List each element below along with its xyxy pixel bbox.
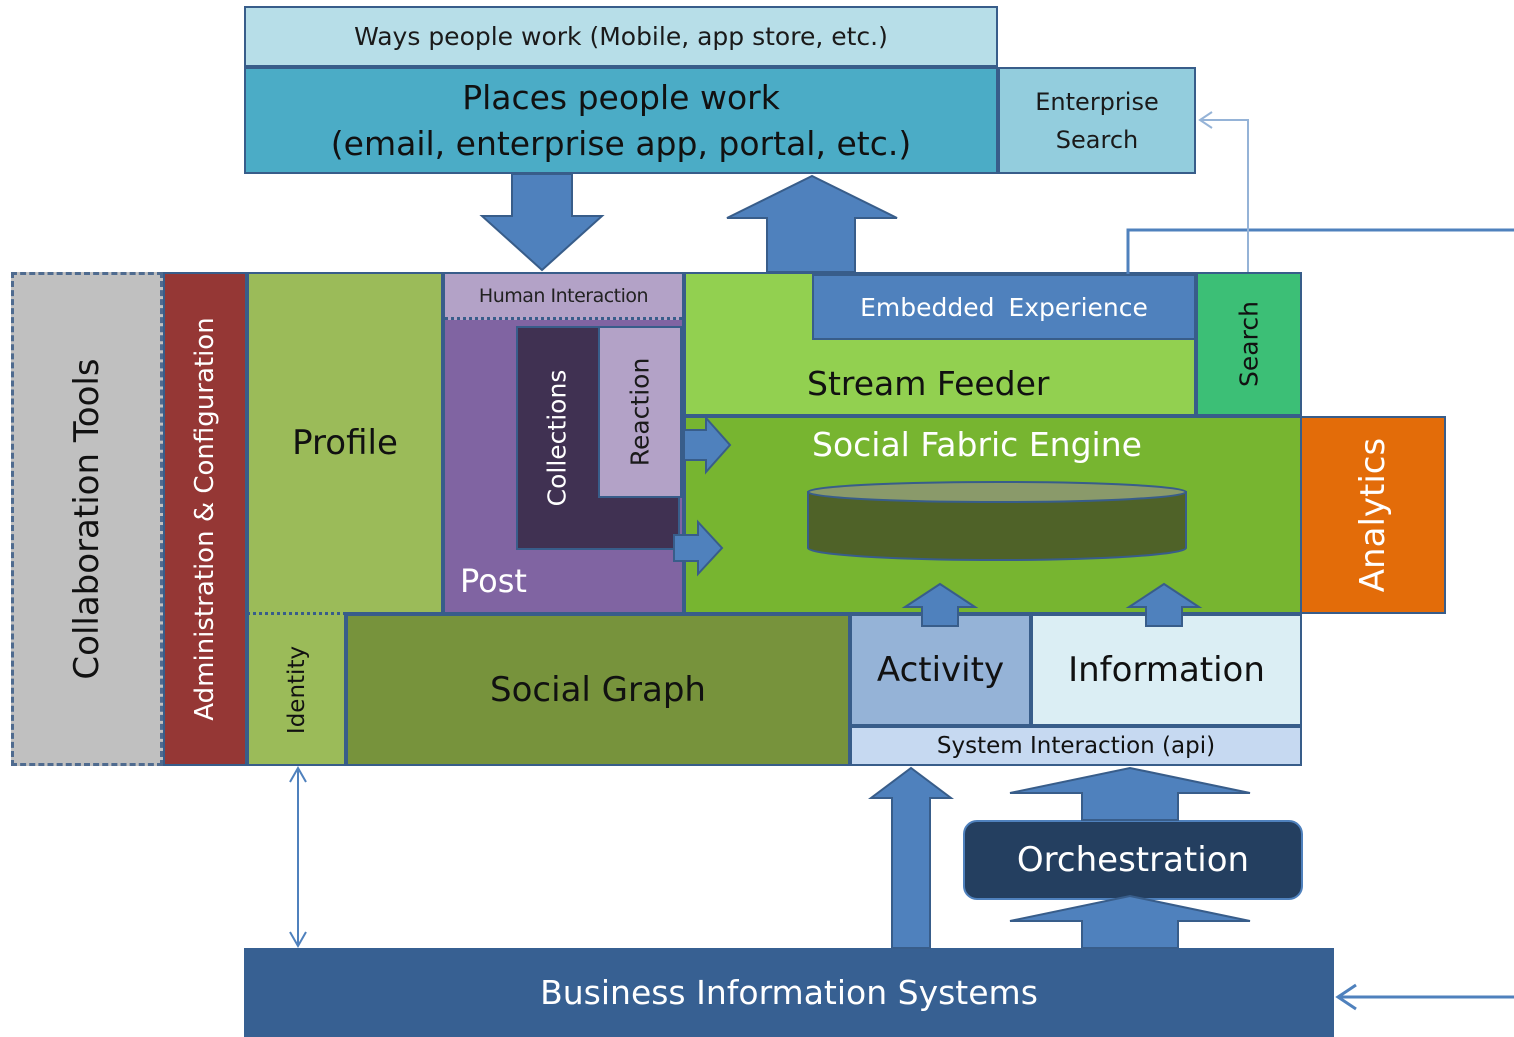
profile-label: Profile <box>292 423 398 463</box>
search-link-line <box>1198 111 1249 272</box>
profile-box: Profile <box>247 272 443 614</box>
stream-feeder-label: Stream Feeder <box>807 364 1050 403</box>
information-label: Information <box>1068 650 1265 690</box>
information-box: Information <box>1031 614 1302 726</box>
ways-people-work-box: Ways people work (Mobile, app store, etc… <box>244 6 998 67</box>
identity-box: Identity <box>247 612 346 766</box>
business-information-systems-label: Business Information Systems <box>540 973 1038 1012</box>
right-arrow-icon <box>683 415 732 475</box>
orchestration-label: Orchestration <box>1016 840 1250 880</box>
down-arrow-icon <box>479 173 605 272</box>
analytics-box: Analytics <box>1300 416 1446 614</box>
up-arrow-icon <box>1009 894 1251 949</box>
ways-people-work-label: Ways people work (Mobile, app store, etc… <box>354 22 888 51</box>
places-people-work-subtitle: (email, enterprise app, portal, etc.) <box>330 123 912 163</box>
up-arrow-icon <box>901 582 979 627</box>
places-people-work-box: Places people work (email, enterprise ap… <box>244 67 998 174</box>
embedded-outbound-line <box>1126 228 1514 274</box>
social-graph-label: Social Graph <box>490 670 706 710</box>
activity-label: Activity <box>876 650 1005 690</box>
collaboration-tools-box: Collaboration Tools <box>11 272 163 766</box>
human-interaction-band: Human Interaction <box>445 274 682 320</box>
up-arrow-icon <box>726 174 898 273</box>
human-interaction-label: Human Interaction <box>478 284 649 307</box>
up-arrow-icon <box>1009 766 1251 821</box>
up-arrow-icon <box>1125 582 1203 627</box>
social-fabric-engine-label: Social Fabric Engine <box>812 425 1142 464</box>
system-interaction-label: System Interaction (api) <box>936 733 1216 759</box>
bis-inbound-arrow <box>1335 983 1514 1011</box>
post-label: Post <box>460 562 527 600</box>
identity-link-line <box>289 765 307 949</box>
reaction-box: Reaction <box>598 326 682 498</box>
enterprise-search-line1: Enterprise <box>1035 87 1159 116</box>
activity-box: Activity <box>850 614 1031 726</box>
admin-config-box: Administration & Configuration <box>163 272 247 766</box>
right-arrow-icon <box>673 519 724 577</box>
search-box: Search <box>1196 272 1302 416</box>
places-people-work-title: Places people work <box>462 77 780 117</box>
up-arrow-icon <box>868 766 954 949</box>
embedded-experience-box: Embedded Experience <box>812 274 1196 340</box>
enterprise-search-line2: Search <box>1055 125 1139 154</box>
database-cylinder-icon <box>807 481 1187 561</box>
embedded-experience-label: Embedded Experience <box>860 292 1148 322</box>
enterprise-search-box: Enterprise Search <box>998 67 1196 174</box>
system-interaction-box: System Interaction (api) <box>850 726 1302 766</box>
social-graph-box: Social Graph <box>346 614 850 766</box>
business-information-systems-box: Business Information Systems <box>244 948 1334 1037</box>
